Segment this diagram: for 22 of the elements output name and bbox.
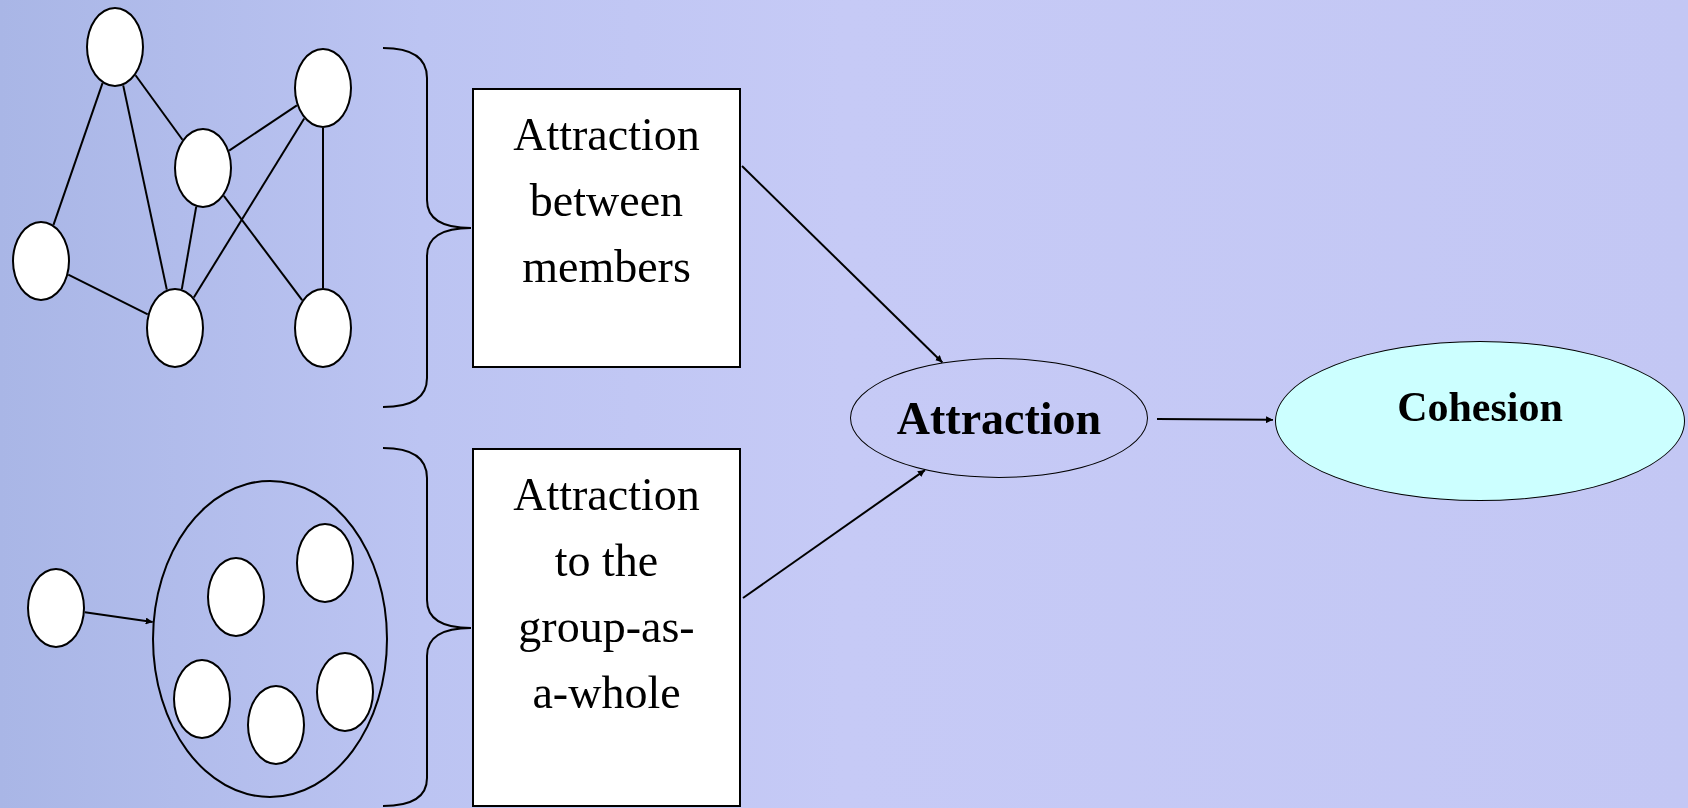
- circle-node: [12, 221, 70, 301]
- circle-node: [173, 659, 231, 739]
- connector-line: [180, 205, 198, 291]
- arrow: [83, 611, 154, 625]
- arrow: [1156, 416, 1275, 424]
- circle-node: [294, 48, 352, 128]
- connector-line: [192, 117, 306, 299]
- circle-node: [294, 288, 352, 368]
- circle-node: [86, 7, 144, 87]
- circle-node: [146, 288, 204, 368]
- arrow: [742, 469, 926, 599]
- text-box: Attraction between members: [472, 88, 741, 368]
- arrow: [741, 165, 944, 364]
- connector-line: [122, 84, 168, 291]
- circle-node: [316, 652, 374, 732]
- concept-ellipse: Cohesion: [1275, 341, 1685, 501]
- group-ellipse: [152, 480, 388, 798]
- connector-line: [52, 82, 104, 226]
- text-box: Attraction to the group-as-a-whole: [472, 448, 741, 807]
- connector-line: [322, 127, 324, 289]
- circle-node: [174, 128, 232, 208]
- circle-node: [296, 523, 354, 603]
